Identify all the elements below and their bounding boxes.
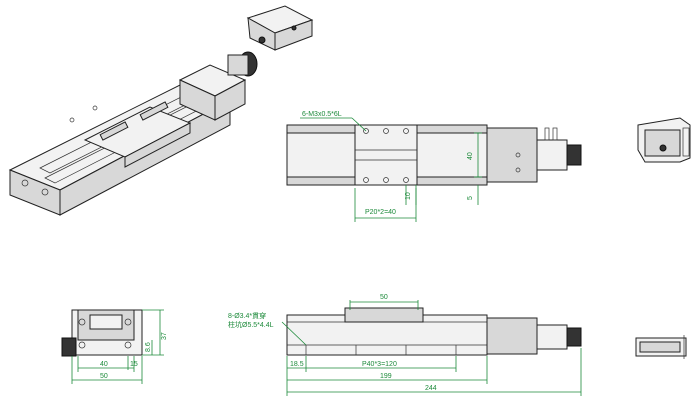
side-callout-line1: 8-Ø3.4*貫穿 <box>228 311 266 320</box>
side-dim-offset: 18.5 <box>290 361 304 368</box>
top-dim-edge: 5 <box>467 196 474 200</box>
side-knob <box>566 327 582 347</box>
side-view: 8-Ø3.4*貫穿 柱坑Ø5.5*4.4L 50 18.5 P40*3=120 … <box>228 294 582 396</box>
end-motor-stub <box>61 337 77 357</box>
connector-view <box>637 117 691 163</box>
top-dim-spacing: 10 <box>405 192 412 200</box>
side-dim-total: 244 <box>425 385 437 392</box>
end-dim-width-inner: 40 <box>100 361 108 368</box>
side-carriage <box>344 307 424 323</box>
side-motor <box>536 324 568 350</box>
end-dim-width-outer: 50 <box>100 373 108 380</box>
side-callout-line2: 柱坑Ø5.5*4.4L <box>228 320 274 329</box>
side-dim-body: 199 <box>380 373 392 380</box>
side-dim-table: 50 <box>380 294 388 301</box>
top-knob <box>566 144 582 166</box>
top-dim-width: 40 <box>467 152 474 160</box>
isometric-view <box>8 5 314 216</box>
side-dim-pitch: P40*3=120 <box>362 361 397 368</box>
top-view: 6-M3x0.5*6L 40 5 10 P20*2=40 <box>286 111 582 222</box>
top-motor <box>536 139 568 171</box>
top-dim-pitch: P20*2=40 <box>365 209 396 216</box>
top-callout-holes: 6-M3x0.5*6L <box>302 111 342 118</box>
connector-side-view <box>635 335 687 359</box>
end-dim-height-mid: 8.6 <box>145 342 152 352</box>
end-view: 37 8.6 15 40 50 <box>61 309 168 384</box>
end-dim-height-total: 37 <box>161 332 168 340</box>
side-motor-block <box>486 317 538 355</box>
top-carriage <box>354 124 418 186</box>
top-motor-block <box>486 127 538 183</box>
